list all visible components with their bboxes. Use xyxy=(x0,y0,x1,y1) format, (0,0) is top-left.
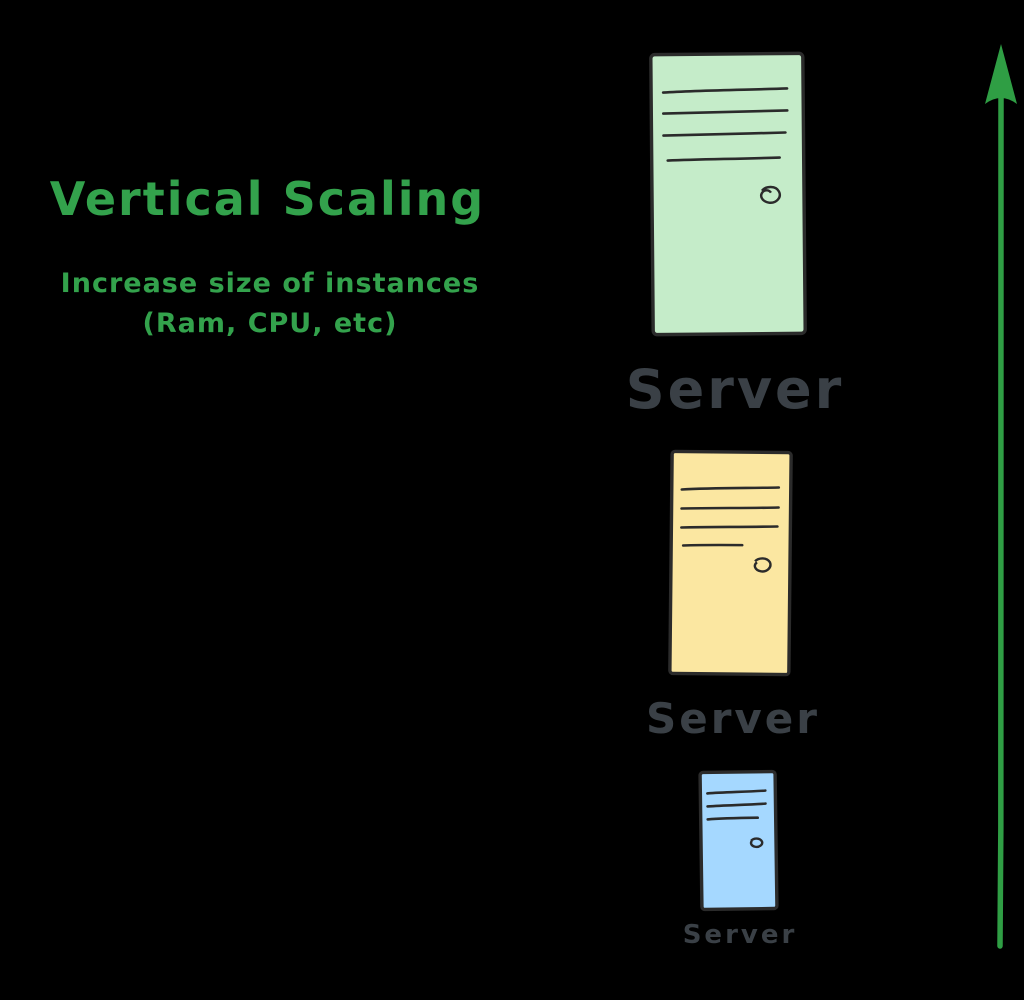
page-title: Vertical Scaling xyxy=(49,172,486,226)
server-large-illustration xyxy=(649,51,807,337)
server-small-vent-lines-icon xyxy=(706,789,767,821)
arrow-head xyxy=(985,44,1017,104)
server-large-label: Server xyxy=(625,358,845,421)
server-medium-illustration xyxy=(668,449,793,677)
subtitle-line-1: Increase size of instances xyxy=(60,268,480,299)
server-large-body xyxy=(649,51,807,337)
server-large-vent-lines-icon xyxy=(661,87,789,162)
server-medium-body xyxy=(668,449,793,677)
server-medium-power-button-icon xyxy=(753,557,772,573)
server-medium-vent-lines-icon xyxy=(680,486,781,547)
server-medium-label: Server xyxy=(645,694,821,743)
scale-up-arrow-icon xyxy=(985,44,1017,949)
subtitle-line-2: (Ram, CPU, etc) xyxy=(142,308,398,339)
server-small-power-button-icon xyxy=(749,837,764,849)
server-large-power-button-icon xyxy=(760,185,781,204)
server-small-illustration xyxy=(698,769,779,912)
server-small-label: Server xyxy=(682,920,798,950)
